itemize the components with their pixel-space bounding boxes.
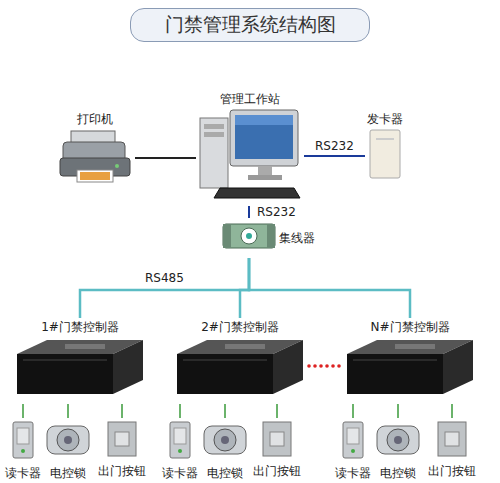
computer-icon xyxy=(198,108,302,204)
node-label: 出门按钮 xyxy=(428,464,476,478)
connector xyxy=(397,404,399,418)
connector xyxy=(240,258,249,318)
lock-icon xyxy=(375,420,421,464)
node-label: 电控锁 xyxy=(50,466,86,480)
connector xyxy=(451,404,453,418)
connector xyxy=(224,404,226,418)
ctrl-icon xyxy=(343,336,477,402)
connector xyxy=(352,404,354,418)
connector xyxy=(80,258,249,318)
button-icon xyxy=(261,420,293,462)
connector xyxy=(135,157,196,159)
connector xyxy=(179,404,181,418)
access-controller: 1#门禁控制器 xyxy=(11,318,149,404)
signal-label: RS232 xyxy=(255,205,298,219)
card-reader: 读卡器 xyxy=(3,418,43,482)
button-icon xyxy=(436,420,468,462)
signal-label: RS485 xyxy=(143,271,186,285)
hub-icon xyxy=(221,220,277,256)
printer-icon xyxy=(57,128,133,188)
ctrl-icon xyxy=(13,336,147,402)
connector xyxy=(67,404,69,418)
connector xyxy=(249,258,410,318)
node-label: 出门按钮 xyxy=(98,464,146,478)
title-text: 门禁管理系统结构图 xyxy=(165,12,336,38)
printer: 打印机 xyxy=(55,110,135,190)
access-controller: 2#门禁控制器 xyxy=(171,318,309,404)
connector xyxy=(248,206,250,218)
node-label: N#门禁控制器 xyxy=(370,320,449,334)
node-label: 读卡器 xyxy=(162,466,198,480)
electric-lock: 电控锁 xyxy=(43,418,93,482)
hub: 集线器 xyxy=(219,218,317,258)
signal-label: RS232 xyxy=(313,139,356,153)
ctrl-icon xyxy=(173,336,307,402)
reader-icon xyxy=(341,420,365,464)
title-box: 门禁管理系统结构图 xyxy=(130,8,370,42)
node-label: 集线器 xyxy=(279,231,315,245)
node-label: 电控锁 xyxy=(380,466,416,480)
node-label: 电控锁 xyxy=(207,466,243,480)
node-label: 发卡器 xyxy=(367,112,403,126)
node-label: 读卡器 xyxy=(5,466,41,480)
electric-lock: 电控锁 xyxy=(200,418,250,482)
card-issuer: 发卡器 xyxy=(365,110,405,186)
node-label: 读卡器 xyxy=(335,466,371,480)
node-label: 管理工作站 xyxy=(220,92,280,106)
connector xyxy=(22,404,24,418)
node-label: 1#门禁控制器 xyxy=(41,320,119,334)
lock-icon xyxy=(202,420,248,464)
card-reader: 读卡器 xyxy=(333,418,373,482)
workstation: 管理工作站 xyxy=(196,90,304,206)
connector xyxy=(121,404,123,418)
electric-lock: 电控锁 xyxy=(373,418,423,482)
connector xyxy=(304,155,365,157)
node-label: 出门按钮 xyxy=(253,464,301,478)
node-label: 2#门禁控制器 xyxy=(201,320,279,334)
button-icon xyxy=(106,420,138,462)
access-controller: N#门禁控制器 xyxy=(341,318,479,404)
exit-button: 出门按钮 xyxy=(426,418,478,480)
exit-button: 出门按钮 xyxy=(96,418,148,480)
reader-icon xyxy=(168,420,192,464)
reader-icon xyxy=(11,420,35,464)
node-label: 打印机 xyxy=(77,112,113,126)
lock-icon xyxy=(45,420,91,464)
ellipsis-dots xyxy=(307,364,341,368)
connector xyxy=(276,404,278,418)
card-reader: 读卡器 xyxy=(160,418,200,482)
exit-button: 出门按钮 xyxy=(251,418,303,480)
issuer-icon xyxy=(368,128,402,184)
